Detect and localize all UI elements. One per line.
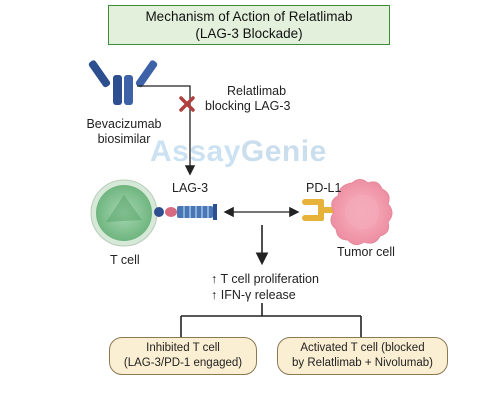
title-box: Mechanism of Action of Relatlimab (LAG-3… (108, 5, 390, 45)
tumor-cell-label: Tumor cell (337, 245, 395, 259)
t-cell-label: T cell (110, 253, 140, 267)
tumor-cell-icon (330, 179, 393, 246)
lag3-label: LAG-3 (172, 181, 209, 195)
outcome-inhibited-line-1: Inhibited T cell (146, 342, 220, 354)
t-cell-icon (90, 179, 158, 247)
watermark-text-2: Genie (240, 135, 327, 168)
title-line-2: (LAG-3 Blockade) (195, 26, 303, 41)
effect-proliferation: ↑ T cell proliferation (211, 272, 319, 286)
title-line-1: Mechanism of Action of Relatlimab (145, 9, 353, 24)
pdl1-label: PD-L1 (306, 181, 342, 195)
outcome-activated-t-cell: Activated T cell (blocked by Relatlimab … (277, 337, 448, 375)
antibody-label-line-2: biosimilar (97, 132, 151, 146)
blocking-label-line-2: blocking LAG-3 (205, 99, 291, 113)
outcome-inhibited-t-cell: Inhibited T cell (LAG-3/PD-1 engaged) (109, 337, 257, 375)
antibody-connector-arrow (137, 85, 196, 176)
effects-text: ↑ T cell proliferation ↑ IFN-γ release (211, 271, 319, 303)
outcome-activated-line-2: by Relatlimab + Nivolumab) (292, 357, 433, 369)
watermark-logo: AssayGenie (150, 135, 327, 169)
outcome-activated-line-1: Activated T cell (blocked (300, 342, 425, 354)
antibody-label: Bevacizumab biosimilar (74, 117, 174, 147)
effect-ifn-gamma: ↑ IFN-γ release (211, 288, 296, 302)
outcome-bracket (180, 303, 362, 337)
blocking-label: Relatlimab blocking LAG-3 (205, 84, 290, 114)
watermark-text-1: Assay (150, 135, 241, 168)
antibody-icon (88, 60, 158, 105)
lag3-receptor-icon (154, 204, 217, 220)
block-x-icon (179, 96, 195, 112)
antibody-label-line-1: Bevacizumab (86, 117, 162, 131)
blocking-label-line-1: Relatlimab (227, 84, 287, 98)
outcome-inhibited-line-2: (LAG-3/PD-1 engaged) (123, 357, 243, 369)
